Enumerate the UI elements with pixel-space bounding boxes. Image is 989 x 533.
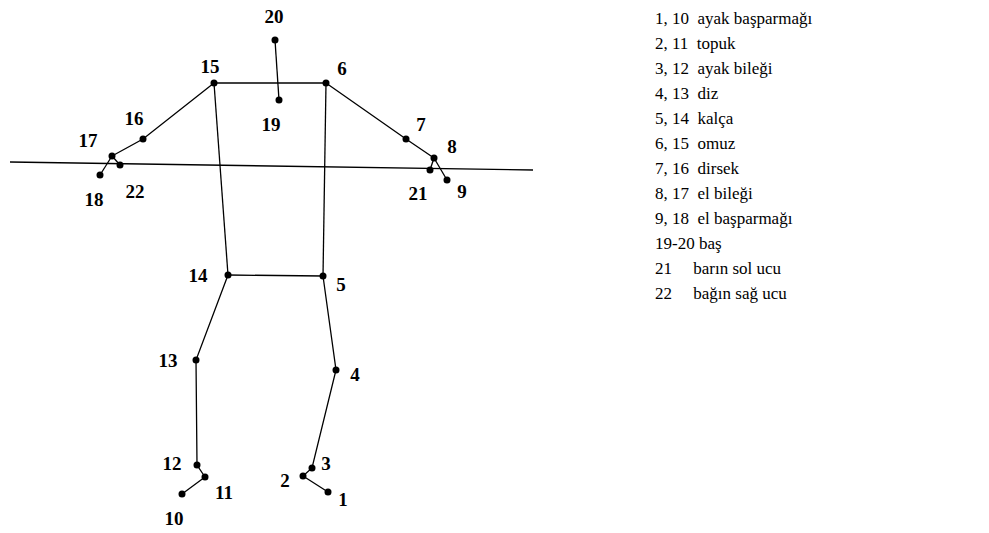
key-line: 22 bağın sağ ucu (655, 284, 787, 304)
callout-number: 13 (159, 351, 178, 370)
key-line: 19-20 baş (655, 234, 722, 254)
callout-number: 8 (447, 137, 457, 156)
callout-number: 22 (126, 182, 145, 201)
key-line: 8, 17 el bileği (655, 184, 753, 204)
callout-number: 5 (336, 275, 346, 294)
callout-number: 14 (189, 266, 208, 285)
callout-number: 15 (201, 57, 220, 76)
callout-number: 4 (350, 365, 360, 384)
callout-number: 16 (125, 109, 144, 128)
callout-number: 18 (85, 190, 104, 209)
callout-number: 9 (457, 182, 467, 201)
callout-number: 2 (280, 471, 290, 490)
callout-number: 6 (337, 59, 347, 78)
callout-number: 21 (409, 184, 428, 203)
callout-number: 1 (338, 490, 348, 509)
callout-number: 7 (416, 115, 426, 134)
key-line: 6, 15 omuz (655, 134, 735, 154)
key-line: 5, 14 kalça (655, 109, 733, 129)
callout-number: 11 (215, 483, 233, 502)
key-line: 2, 11 topuk (655, 34, 736, 54)
callout-number: 12 (163, 454, 182, 473)
key-line: 4, 13 diz (655, 84, 718, 104)
callout-number: 10 (165, 509, 184, 528)
key-line: 3, 12 ayak bileği (655, 59, 773, 79)
key-line: 9, 18 el başparmağı (655, 209, 792, 229)
callout-number: 3 (321, 454, 331, 473)
callout-number: 19 (262, 115, 281, 134)
callout-number: 20 (265, 7, 284, 26)
key-line: 21 barın sol ucu (655, 259, 781, 279)
key-line: 7, 16 dirsek (655, 159, 739, 179)
key-line: 1, 10 ayak başparmağı (655, 9, 812, 29)
callout-number: 17 (79, 131, 98, 150)
